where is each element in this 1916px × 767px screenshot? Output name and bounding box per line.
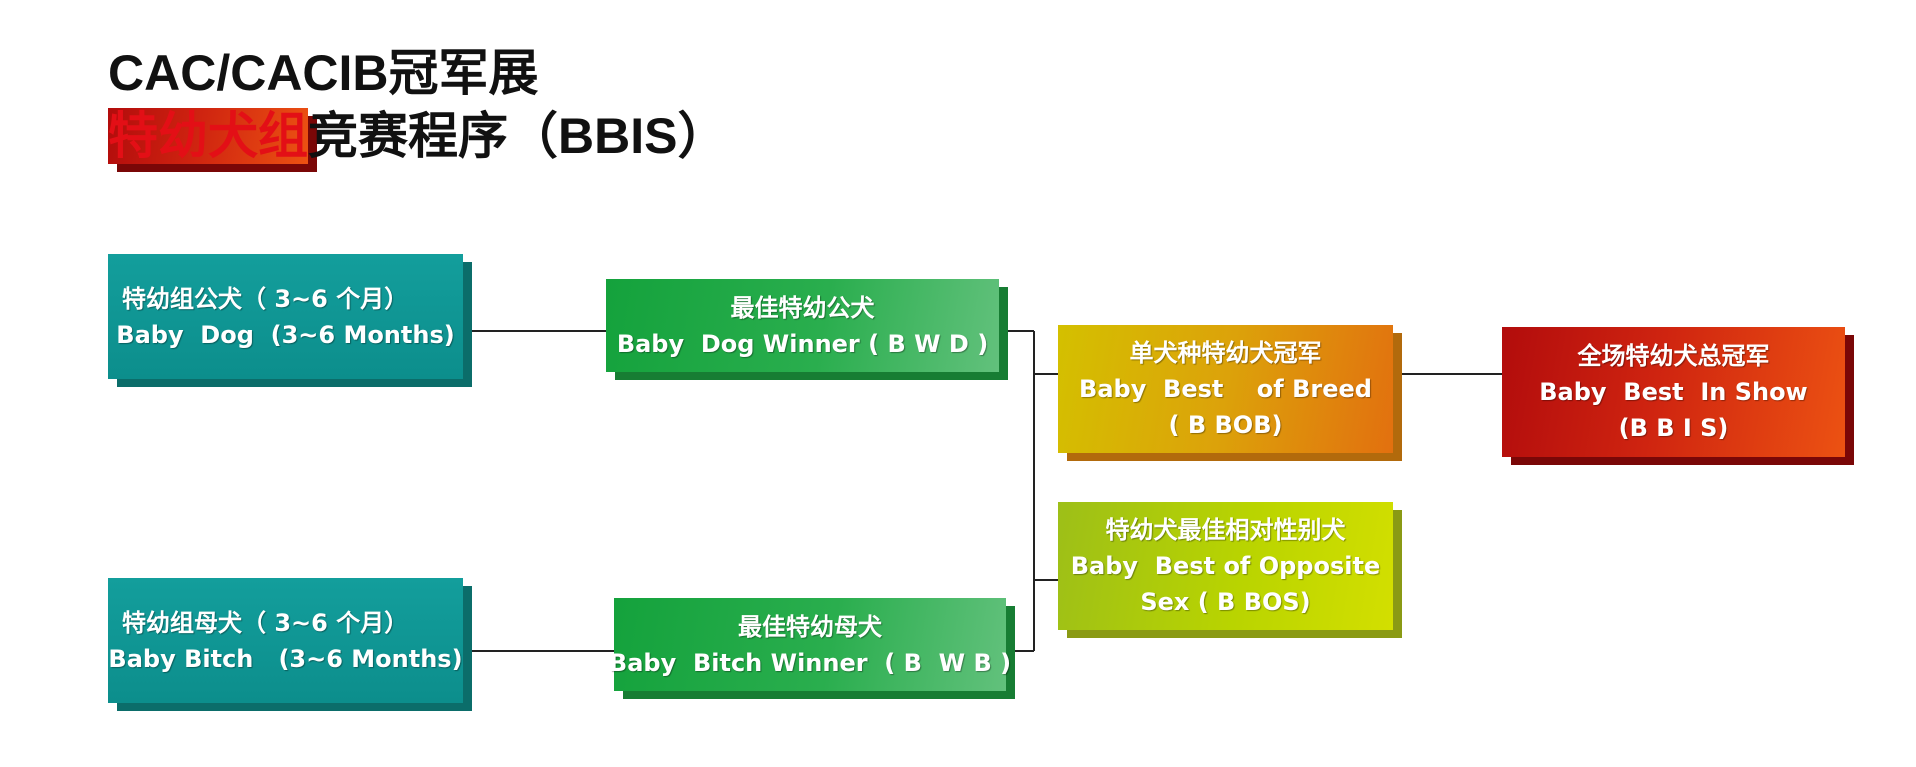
title-rest: 竞赛程序（BBIS） [308, 108, 728, 164]
bwb-en: Baby Bitch Winner ( B W B ) [608, 648, 1012, 677]
baby-dog-en: Baby Dog (3~6 Months) [116, 320, 455, 349]
bbob-abbr: ( B BOB) [1168, 411, 1283, 439]
baby-bitch-zh: 特幼组母犬（ 3~6 个月） [122, 608, 409, 637]
bbob-box: 单犬种特幼犬冠军 Baby Best of Breed ( B BOB) [1058, 325, 1393, 453]
bbis-box: 全场特幼犬总冠军 Baby Best In Show (B B I S) [1502, 327, 1845, 457]
bwb-zh: 最佳特幼母犬 [738, 612, 882, 641]
bwd-box: 最佳特幼公犬 Baby Dog Winner ( B W D ) [606, 279, 999, 372]
bbis-abbr: (B B I S) [1618, 414, 1729, 442]
baby-dog-box: 特幼组公犬（ 3~6 个月） Baby Dog (3~6 Months) [108, 254, 463, 379]
bbis-en: Baby Best In Show [1539, 378, 1808, 406]
title-highlight: 特幼犬组 [108, 108, 308, 164]
bbos-zh: 特幼犬最佳相对性别犬 [1105, 516, 1346, 544]
bbos-box: 特幼犬最佳相对性别犬 Baby Best of Opposite Sex ( B… [1058, 502, 1393, 630]
bbos-en: Baby Best of Opposite [1070, 552, 1381, 580]
baby-bitch-en: Baby Bitch (3~6 Months) [108, 644, 463, 673]
bbob-zh: 单犬种特幼犬冠军 [1129, 339, 1322, 367]
bbob-en: Baby Best of Breed [1079, 375, 1372, 403]
bwd-en: Baby Dog Winner ( B W D ) [616, 329, 989, 358]
bbos-abbr: Sex ( B BOS) [1140, 588, 1311, 616]
bwb-box: 最佳特幼母犬 Baby Bitch Winner ( B W B ) [609, 598, 1011, 691]
bwd-zh: 最佳特幼公犬 [730, 293, 875, 322]
baby-dog-zh: 特幼组公犬（ 3~6 个月） [122, 284, 409, 313]
baby-bitch-box: 特幼组母犬（ 3~6 个月） Baby Bitch (3~6 Months) [108, 578, 463, 703]
bbis-zh: 全场特幼犬总冠军 [1577, 342, 1770, 370]
title-line-1: CAC/CACIB冠军展 [108, 45, 539, 101]
title-line-2: 特幼犬组竞赛程序（BBIS） [108, 103, 727, 169]
